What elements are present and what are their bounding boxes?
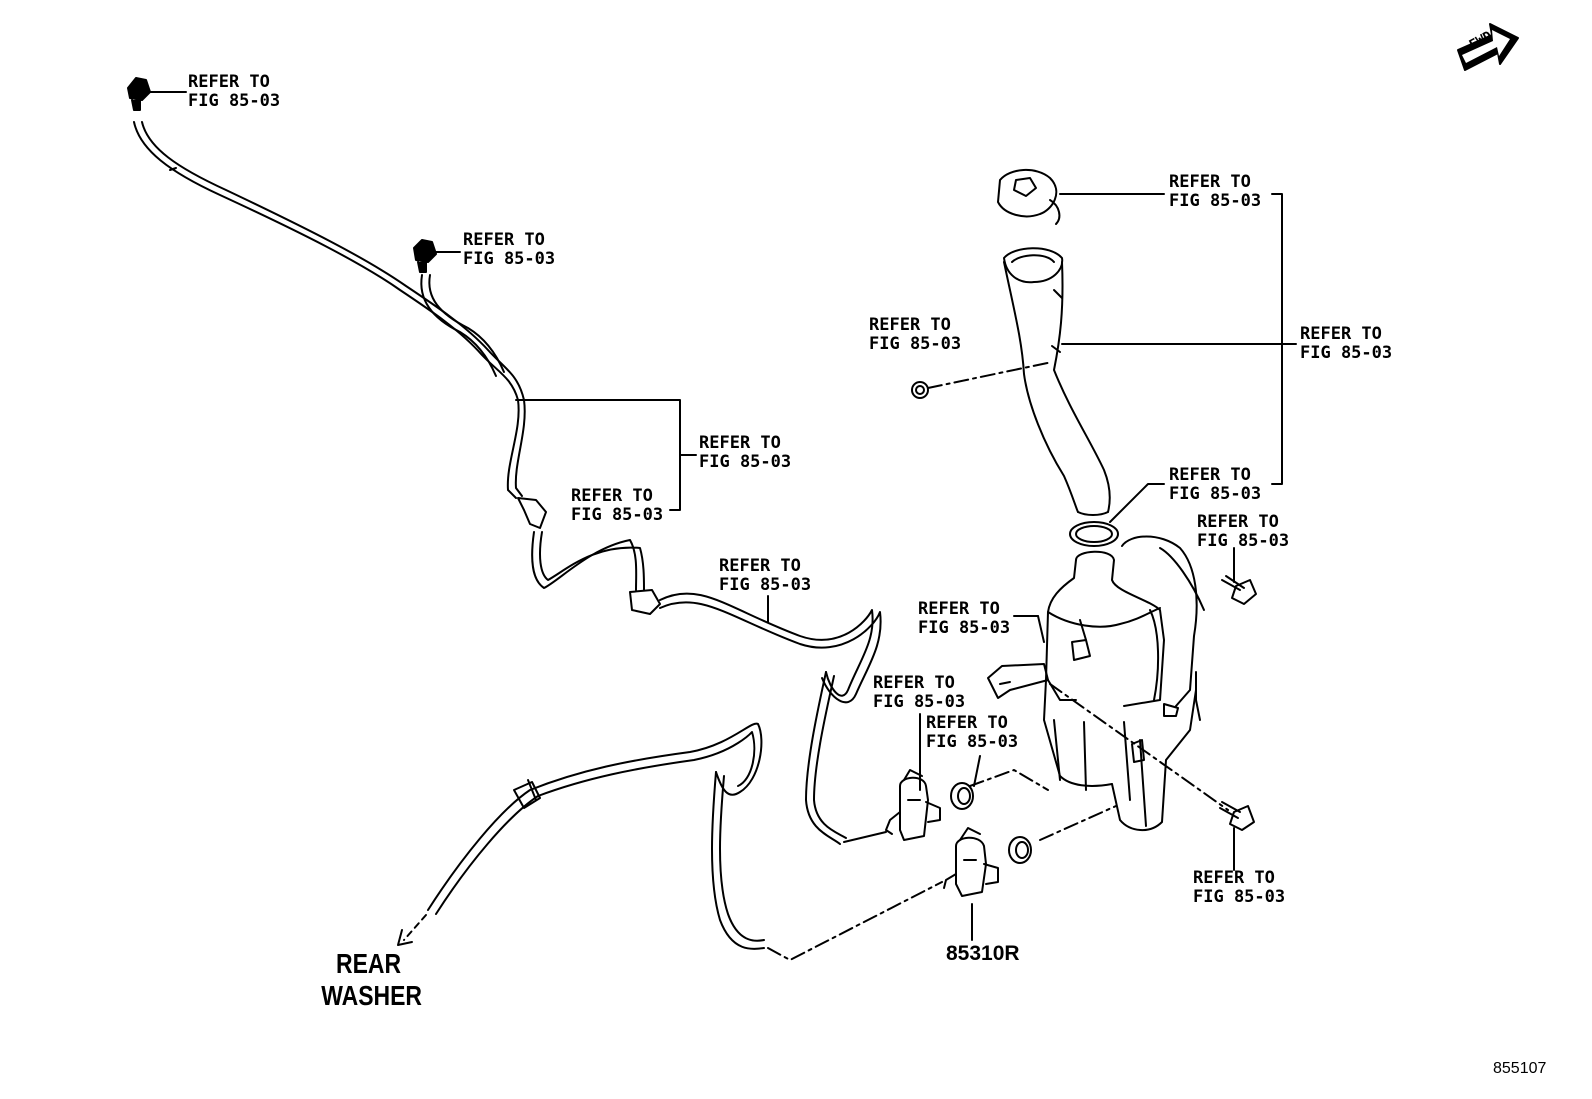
tank-cap-icon	[997, 169, 1061, 225]
grommet-icon	[1008, 836, 1032, 864]
refer-label-line2: FIG 85-03	[1197, 531, 1290, 551]
refer-label-12: REFER TO FIG 85-03	[1169, 466, 1261, 504]
refer-label-line2: FIG 85-03	[1169, 191, 1262, 211]
refer-label-14: REFER TO FIG 85-03	[1193, 869, 1285, 907]
grommet-icon	[950, 782, 974, 810]
refer-label-line1: REFER TO	[869, 315, 951, 335]
refer-label-line1: REFER TO	[188, 72, 270, 92]
refer-label-line1: REFER TO	[873, 673, 955, 693]
refer-label-9: REFER TO FIG 85-03	[918, 600, 1010, 638]
refer-label-line1: REFER TO	[571, 486, 653, 506]
refer-label-8: REFER TO FIG 85-03	[869, 316, 961, 354]
rear-washer-line1: REAR	[336, 948, 402, 979]
refer-label-line2: FIG 85-03	[873, 692, 966, 712]
refer-label-line1: REFER TO	[699, 433, 781, 453]
refer-label-7: REFER TO FIG 85-03	[926, 714, 1018, 752]
washer-pump-icon	[943, 827, 999, 897]
refer-label-line1: REFER TO	[719, 556, 801, 576]
bolt-icon	[1221, 575, 1257, 605]
grommet-icon	[911, 381, 929, 399]
refer-label-line1: REFER TO	[1197, 512, 1279, 532]
refer-label-line1: REFER TO	[1169, 172, 1251, 192]
refer-label-13: REFER TO FIG 85-03	[1197, 513, 1289, 551]
refer-label-line2: FIG 85-03	[188, 91, 281, 111]
refer-label-line2: FIG 85-03	[699, 452, 792, 472]
refer-label-11: REFER TO FIG 85-03	[1300, 325, 1392, 363]
rear-washer-label: REAR WASHER	[321, 948, 422, 1012]
refer-label-2: REFER TO FIG 85-03	[463, 231, 555, 269]
washer-pump-icon	[885, 769, 941, 841]
refer-label-1: REFER TO FIG 85-03	[188, 73, 280, 111]
refer-label-line2: FIG 85-03	[869, 334, 962, 354]
refer-label-line1: REFER TO	[1300, 324, 1382, 344]
refer-label-line1: REFER TO	[1169, 465, 1251, 485]
part-number-label: 85310R	[946, 942, 1020, 965]
refer-label-10: REFER TO FIG 85-03	[1169, 173, 1261, 211]
refer-label-line1: REFER TO	[918, 599, 1000, 619]
refer-label-line2: FIG 85-03	[463, 249, 556, 269]
washer-nozzle-icon	[127, 77, 151, 111]
rear-washer-line2: WASHER	[321, 980, 423, 1011]
refer-label-line2: FIG 85-03	[1193, 887, 1286, 907]
refer-label-line2: FIG 85-03	[571, 505, 664, 525]
refer-label-6: REFER TO FIG 85-03	[873, 674, 965, 712]
refer-label-line2: FIG 85-03	[1169, 484, 1262, 504]
refer-label-line2: FIG 85-03	[719, 575, 812, 595]
refer-label-5: REFER TO FIG 85-03	[719, 557, 811, 595]
illustration-code: 855107	[1493, 1060, 1547, 1077]
refer-label-3: REFER TO FIG 85-03	[699, 434, 791, 472]
refer-label-line2: FIG 85-03	[1300, 343, 1393, 363]
refer-label-line2: FIG 85-03	[926, 732, 1019, 752]
refer-label-line2: FIG 85-03	[918, 618, 1011, 638]
refer-label-line1: REFER TO	[463, 230, 545, 250]
washer-nozzle-icon	[413, 239, 437, 273]
washer-tank-icon	[987, 535, 1205, 831]
refer-label-line1: REFER TO	[926, 713, 1008, 733]
bolt-icon	[1219, 801, 1255, 831]
refer-label-4: REFER TO FIG 85-03	[571, 487, 663, 525]
fwd-arrow-icon	[1457, 23, 1519, 71]
refer-label-line1: REFER TO	[1193, 868, 1275, 888]
